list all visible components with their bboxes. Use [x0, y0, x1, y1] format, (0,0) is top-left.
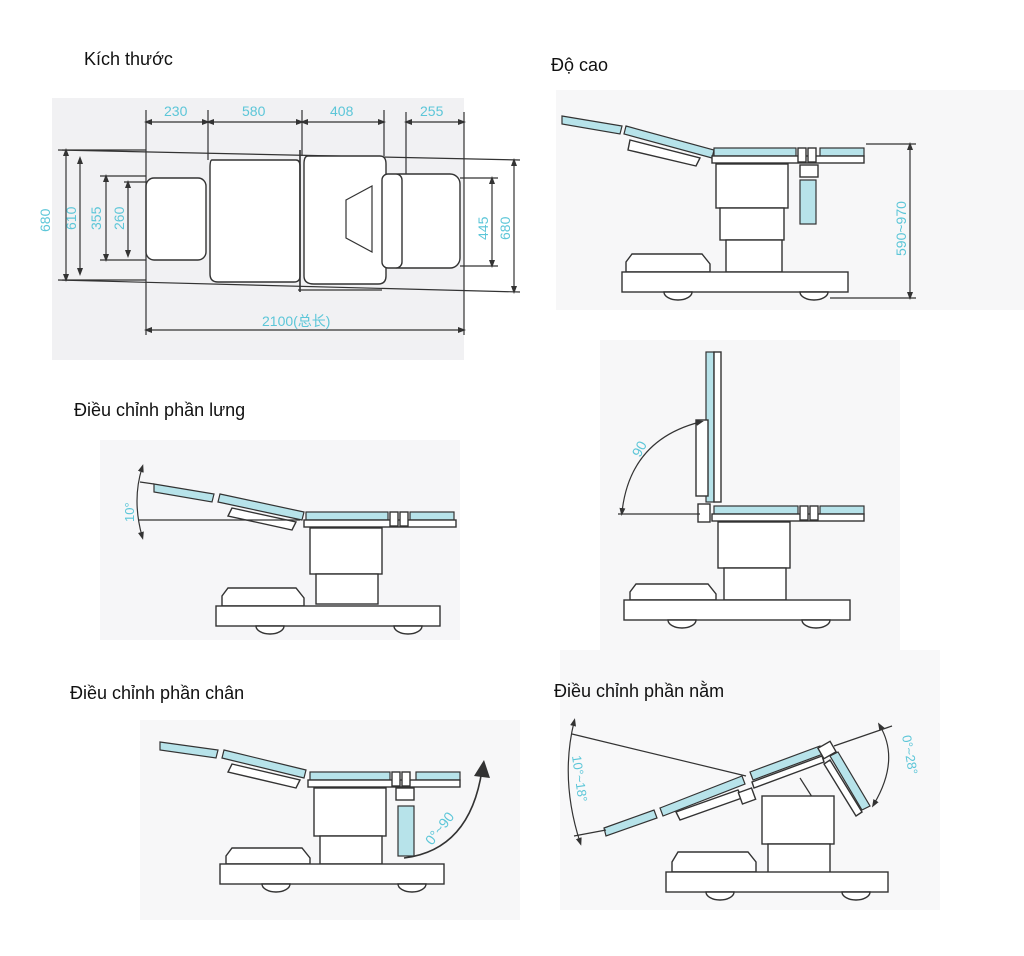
dim-height-range: 590~970: [893, 201, 909, 256]
back-upright-drawing: 90: [618, 351, 865, 629]
back-pad: [209, 159, 301, 283]
lying-adjust-drawing: 10°~18° 0°~28°: [567, 718, 921, 901]
dim-left-260: 260: [111, 206, 127, 230]
dim-left-680: 680: [37, 208, 53, 232]
dim-tilt-right: 0°~28°: [899, 734, 921, 776]
dim-230: 230: [164, 103, 188, 119]
height-view-drawing: 590~970: [561, 115, 916, 301]
title-leg-adjust: Điều chỉnh phần chân: [70, 683, 245, 703]
title-lying-adjust: Điều chỉnh phần nằm: [554, 681, 725, 701]
dim-left-610: 610: [63, 206, 79, 230]
title-dimensions: Kích thước: [84, 49, 173, 69]
head-pad: [145, 177, 207, 261]
seat-pad: [303, 155, 387, 285]
leg-adjust-drawing: 0°~90: [159, 741, 490, 893]
dim-right-680: 680: [497, 216, 513, 240]
back-adjust-drawing: 10°: [122, 464, 457, 635]
top-view-drawing: 230 580 408 255 2100(总长) 680 610 355 260…: [37, 103, 521, 335]
title-back-adjust: Điều chỉnh phần lưng: [74, 400, 246, 420]
dim-back-up-angle: 90: [629, 438, 651, 459]
dim-255: 255: [420, 103, 444, 119]
dim-tilt-left: 10°~18°: [569, 754, 590, 803]
dim-back-angle: 10°: [122, 502, 137, 522]
dim-total: 2100(总长): [262, 313, 330, 329]
title-height: Độ cao: [551, 55, 609, 75]
dim-408: 408: [330, 103, 354, 119]
dim-left-355: 355: [88, 206, 104, 230]
dim-leg-angle: 0°~90: [422, 809, 458, 848]
dim-right-445: 445: [475, 216, 491, 240]
dim-580: 580: [242, 103, 266, 119]
